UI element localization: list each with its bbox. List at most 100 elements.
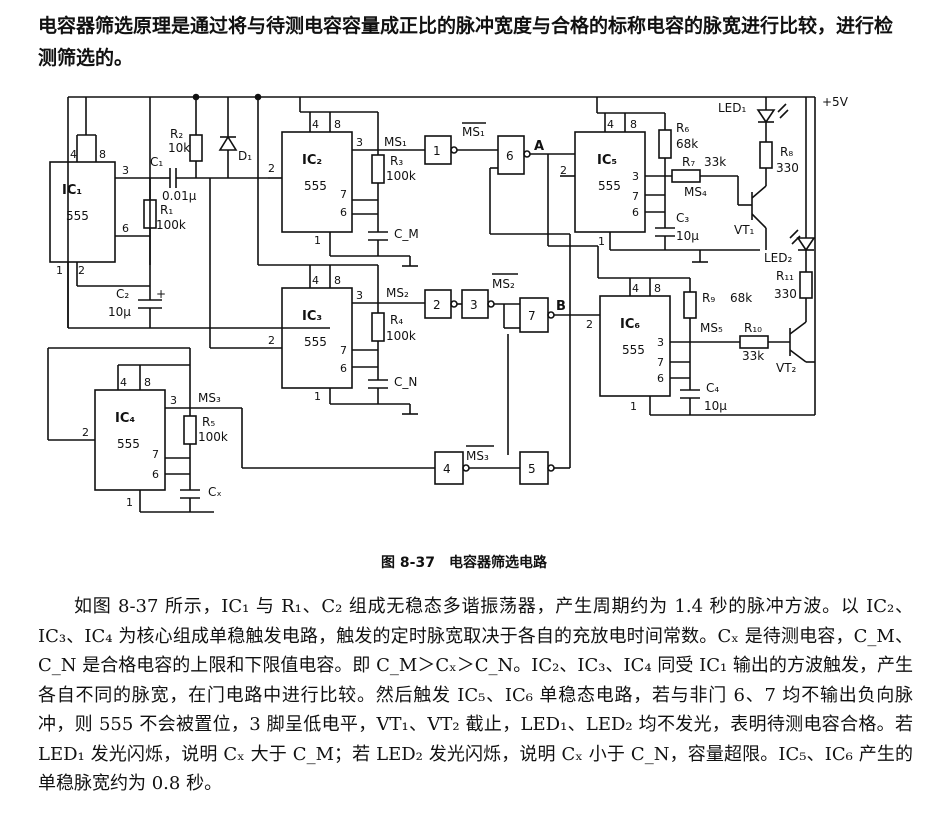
svg-text:C_N: C_N [394,375,417,389]
svg-text:100k: 100k [156,218,186,232]
svg-text:B: B [556,299,566,314]
svg-text:Cₓ: Cₓ [208,485,222,499]
svg-text:4: 4 [312,274,319,287]
svg-text:6: 6 [152,468,159,481]
capacitor-screening-circuit: IC₁ 555 4 8 3 6 2 1 R₁ 100k C₂ 10μ + C₁ 0… [47,93,849,513]
svg-text:3: 3 [170,394,177,407]
svg-text:6: 6 [657,372,664,385]
svg-text:C₁: C₁ [150,155,163,169]
svg-text:555: 555 [304,179,327,193]
led1 [756,97,789,124]
svg-text:MS₄: MS₄ [684,185,707,199]
svg-text:2: 2 [586,318,593,331]
svg-text:MS₁: MS₁ [384,135,407,149]
svg-text:2: 2 [268,162,275,175]
svg-text:5: 5 [528,462,536,476]
svg-text:0.01μ: 0.01μ [162,189,197,203]
svg-text:1: 1 [314,390,321,403]
svg-text:C₄: C₄ [706,381,719,395]
svg-text:7: 7 [657,356,664,369]
svg-text:33k: 33k [742,349,764,363]
svg-text:555: 555 [598,179,621,193]
svg-text:4: 4 [443,462,451,476]
svg-text:VT₂: VT₂ [776,361,797,375]
svg-text:R₃: R₃ [390,154,403,168]
r5-resistor [183,415,197,445]
svg-text:7: 7 [340,188,347,201]
c2-capacitor [138,299,162,328]
svg-text:MS₂: MS₂ [386,286,409,300]
r2-resistor [189,134,203,162]
gate-4: 4 [434,451,470,485]
svg-text:R₆: R₆ [676,121,689,135]
r4-resistor [371,312,385,342]
r11-resistor [799,271,813,299]
svg-text:330: 330 [776,161,799,175]
svg-text:10μ: 10μ [704,399,727,413]
svg-text:4: 4 [120,376,127,389]
svg-text:R₉: R₉ [702,291,715,305]
svg-text:R₄: R₄ [390,313,403,327]
svg-text:2: 2 [433,298,441,312]
svg-text:IC₃: IC₃ [302,309,322,324]
r6-resistor [658,129,672,159]
svg-text:4: 4 [70,148,77,161]
svg-text:555: 555 [622,343,645,357]
d1-diode [218,97,238,178]
svg-text:1: 1 [630,400,637,413]
svg-text:LED₁: LED₁ [718,101,747,115]
intro-text: 电容器筛选原理是通过将与待测电容容量成正比的脉冲宽度与合格的标称电容的脉宽进行比… [38,15,894,69]
svg-text:330: 330 [774,287,797,301]
svg-text:1: 1 [314,234,321,247]
svg-text:8: 8 [630,118,637,131]
svg-text:6: 6 [340,206,347,219]
svg-text:IC₄: IC₄ [115,411,135,426]
svg-text:8: 8 [144,376,151,389]
svg-text:IC₅: IC₅ [597,153,617,168]
r9-resistor [683,291,697,319]
svg-text:2: 2 [78,264,85,277]
svg-text:R₇: R₇ [682,155,695,169]
svg-text:3: 3 [122,164,129,177]
svg-text:8: 8 [99,148,106,161]
svg-text:100k: 100k [386,169,416,183]
svg-text:2: 2 [82,426,89,439]
gate-2: 2 [424,289,458,319]
svg-text:1: 1 [598,235,605,248]
svg-text:68k: 68k [676,137,698,151]
svg-text:10k: 10k [168,141,190,155]
svg-text:IC₆: IC₆ [620,317,640,332]
svg-text:68k: 68k [730,291,752,305]
svg-text:1: 1 [126,496,133,509]
svg-text:A: A [534,139,544,154]
r3-resistor [371,154,385,184]
svg-text:6: 6 [122,222,129,235]
svg-text:MS₅: MS₅ [700,321,723,335]
svg-text:MS₁: MS₁ [462,125,485,139]
svg-text:7: 7 [152,448,159,461]
svg-text:R₁: R₁ [160,203,173,217]
svg-text:3: 3 [470,298,478,312]
svg-text:C₂: C₂ [116,287,129,301]
svg-text:3: 3 [632,170,639,183]
r10-resistor [739,335,769,349]
svg-text:+5V: +5V [822,95,849,109]
svg-text:4: 4 [312,118,319,131]
svg-text:VT₁: VT₁ [734,223,755,237]
svg-text:C₃: C₃ [676,211,689,225]
svg-text:LED₂: LED₂ [764,251,793,265]
svg-text:7: 7 [632,190,639,203]
svg-text:MS₂: MS₂ [492,277,515,291]
ic1-name: IC₁ [62,183,82,198]
svg-text:6: 6 [632,206,639,219]
svg-text:R₈: R₈ [780,145,793,159]
gate-5: 5 [519,451,555,485]
svg-text:R₁₀: R₁₀ [744,321,762,335]
r7-resistor [671,169,701,183]
svg-text:R₂: R₂ [170,127,183,141]
svg-text:+: + [156,287,166,301]
